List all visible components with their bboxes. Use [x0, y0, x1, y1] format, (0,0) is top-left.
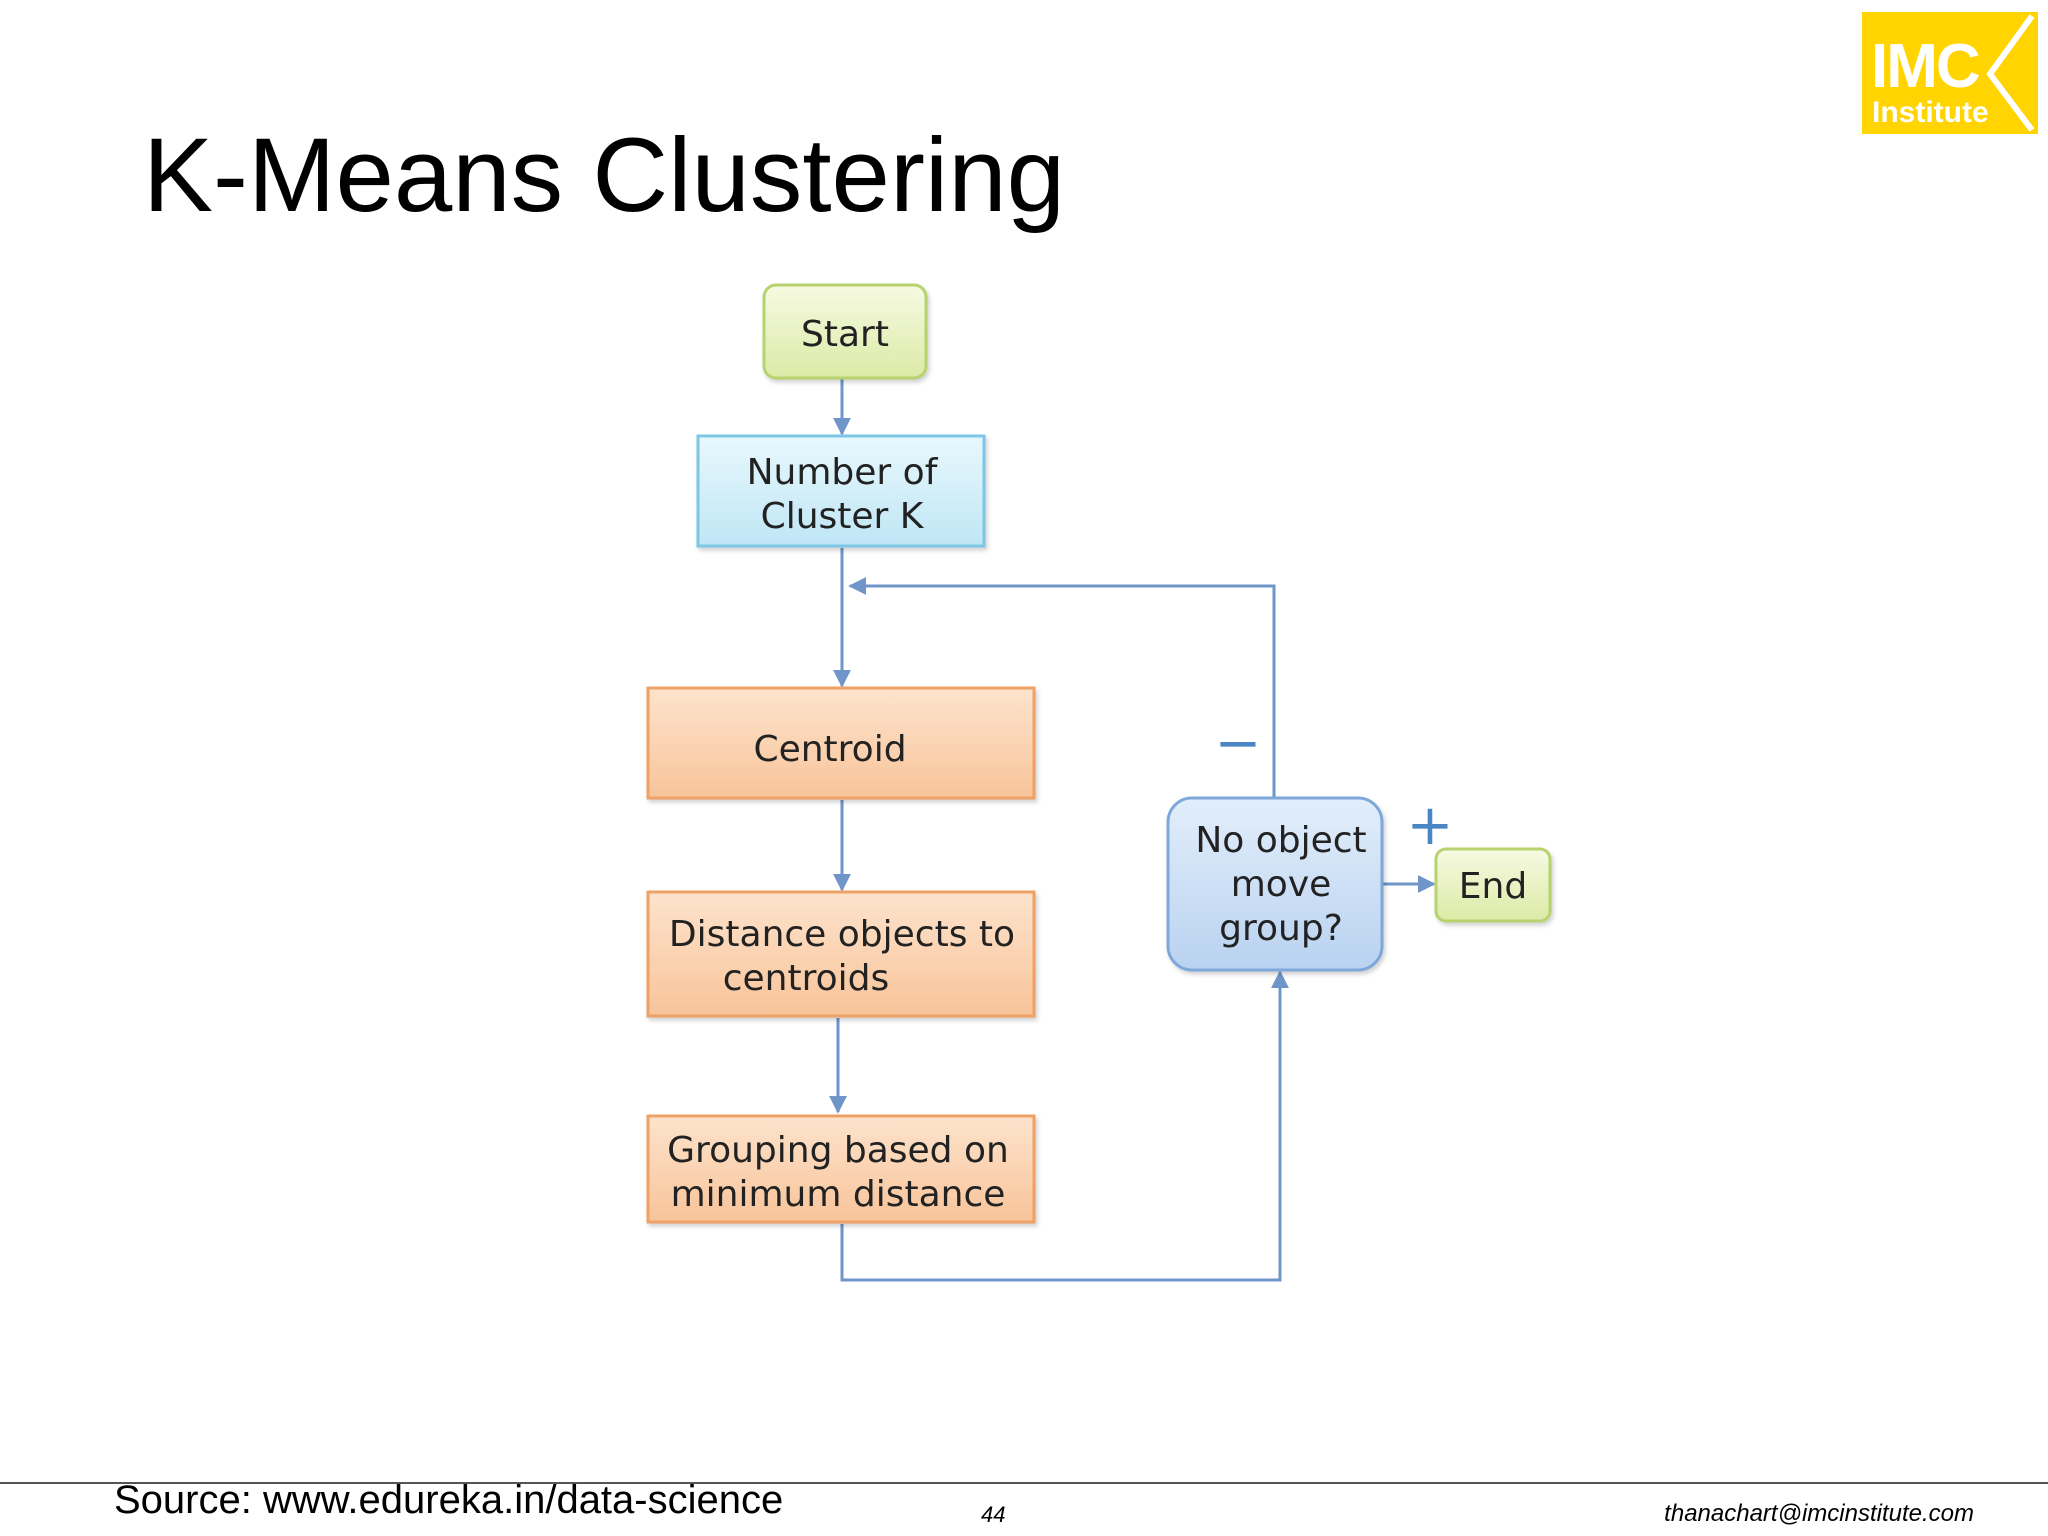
decision-label-line2: move	[1231, 864, 1332, 905]
grouping-label-line1: Grouping based on	[667, 1130, 1009, 1171]
distance-label-line1: Distance objects to	[669, 914, 1015, 955]
arrow-grouping-to-decision	[840, 970, 1289, 1282]
no-branch-label: −	[1215, 711, 1262, 776]
num-clusters-label-line2: Cluster K	[761, 496, 925, 537]
end-node: End	[1434, 847, 1552, 923]
connectors	[829, 378, 1436, 1282]
decision-node: No object move group?	[1166, 796, 1384, 972]
logo-sub-text: Institute	[1872, 96, 1989, 129]
page-number: 44	[981, 1502, 1006, 1527]
distance-label-line2: centroids	[723, 958, 890, 999]
footer-source: Source: www.edureka.in/data-science	[114, 1478, 784, 1522]
imc-institute-logo: IMC Institute	[1862, 12, 2038, 134]
grouping-label-line2: minimum distance	[671, 1174, 1006, 1215]
logo-chevron-icon	[1986, 14, 2035, 132]
start-node: Start	[762, 283, 928, 380]
num-clusters-node: Number of Cluster K	[696, 434, 986, 548]
decision-label-line1: No object	[1195, 820, 1366, 861]
centroid-node: Centroid	[646, 686, 1036, 800]
num-clusters-label-line1: Number of	[747, 452, 939, 493]
footer-email: thanachart@imcinstitute.com	[1664, 1500, 1974, 1527]
distance-node: Distance objects to centroids	[646, 890, 1036, 1018]
centroid-label: Centroid	[753, 729, 906, 770]
grouping-node: Grouping based on minimum distance	[646, 1114, 1036, 1224]
kmeans-flowchart: Start Number of Cluster K Centroid Dista…	[646, 283, 1552, 1282]
arrow-decision-loop-back	[848, 577, 1276, 798]
footer-divider	[0, 1482, 2048, 1484]
start-label: Start	[801, 314, 889, 355]
decision-label-line3: group?	[1219, 908, 1343, 949]
yes-branch-label: +	[1407, 793, 1454, 858]
end-label: End	[1459, 866, 1527, 907]
logo-main-text: IMC	[1871, 32, 1981, 101]
slide-title: K-Means Clustering	[143, 117, 1066, 234]
